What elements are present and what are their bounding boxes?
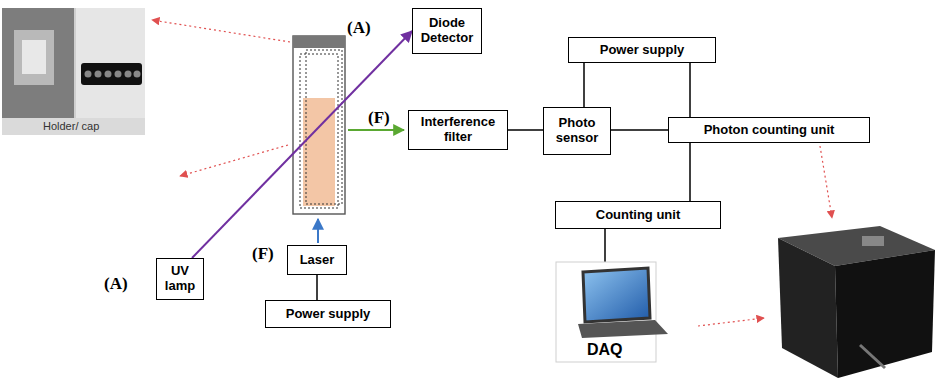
cap-hole <box>95 71 102 78</box>
box-text: Photo sensor <box>548 116 606 146</box>
channel-tag: (A) <box>104 274 128 294</box>
light-beam <box>192 31 412 258</box>
laser-beam <box>317 219 319 243</box>
lamp-box: UV lamp <box>156 258 204 300</box>
power-box: Power supply <box>265 300 391 328</box>
cuvette-inner <box>306 50 342 204</box>
laptop-screen <box>583 268 650 322</box>
cuvette <box>293 36 345 214</box>
photo-frame <box>2 8 145 135</box>
instrument-handle <box>860 345 885 368</box>
cap-hole <box>134 71 141 78</box>
laptop-icon <box>556 262 668 362</box>
channel-tag: (F) <box>252 244 274 264</box>
caption-strip <box>2 118 145 135</box>
box-text: Diode Detector <box>417 16 477 46</box>
cap-hole <box>85 71 92 78</box>
wire <box>689 63 691 117</box>
box-text: Photon counting unit <box>704 123 835 138</box>
photo-caption: Holder/ cap <box>43 120 99 132</box>
pointer-arrow <box>180 145 288 176</box>
channel-tag: (F) <box>368 108 390 128</box>
power-box: Power supply <box>568 37 716 63</box>
cap-hole <box>105 71 112 78</box>
pointer-arrow <box>152 20 290 42</box>
box-text: Power supply <box>286 307 371 322</box>
filter-box: Interference filter <box>408 110 508 150</box>
cap-hole <box>115 71 122 78</box>
counter-box: Photon counting unit <box>668 117 870 143</box>
box-text: Interference filter <box>413 115 503 145</box>
wire <box>611 129 668 131</box>
instrument-photo <box>778 226 935 378</box>
detector-box: Diode Detector <box>412 8 482 54</box>
cap-image <box>76 8 145 118</box>
holder-part <box>22 40 46 74</box>
laser-box: Laser <box>287 245 347 275</box>
device-label: DAQ <box>587 341 623 359</box>
instrument-front <box>835 250 935 378</box>
holder-image <box>2 8 74 118</box>
wire <box>604 229 606 262</box>
instrument-side <box>778 238 838 378</box>
wire <box>316 275 318 300</box>
box-text: Counting unit <box>596 208 680 223</box>
sensor-box: Photo sensor <box>543 107 611 155</box>
box-text: Laser <box>300 253 335 268</box>
icon-frame <box>556 262 656 362</box>
box-text: UV lamp <box>161 264 199 294</box>
laptop-base <box>578 320 668 338</box>
pointer-arrow <box>698 318 764 326</box>
wire <box>689 143 691 201</box>
wire <box>508 129 543 131</box>
channel-tag: (A) <box>347 18 371 38</box>
counter-box: Counting unit <box>555 201 721 229</box>
cuvette-body <box>293 36 345 214</box>
wire <box>583 63 585 107</box>
instrument-port <box>862 236 884 246</box>
cap-strip <box>81 63 142 85</box>
cap-hole <box>125 71 132 78</box>
emission-beam <box>348 129 404 131</box>
holder-photo <box>2 8 145 135</box>
box-text: Power supply <box>600 43 685 58</box>
cuvette-cap <box>293 36 345 48</box>
pointer-arrow <box>820 146 832 218</box>
holder-part <box>14 30 54 85</box>
